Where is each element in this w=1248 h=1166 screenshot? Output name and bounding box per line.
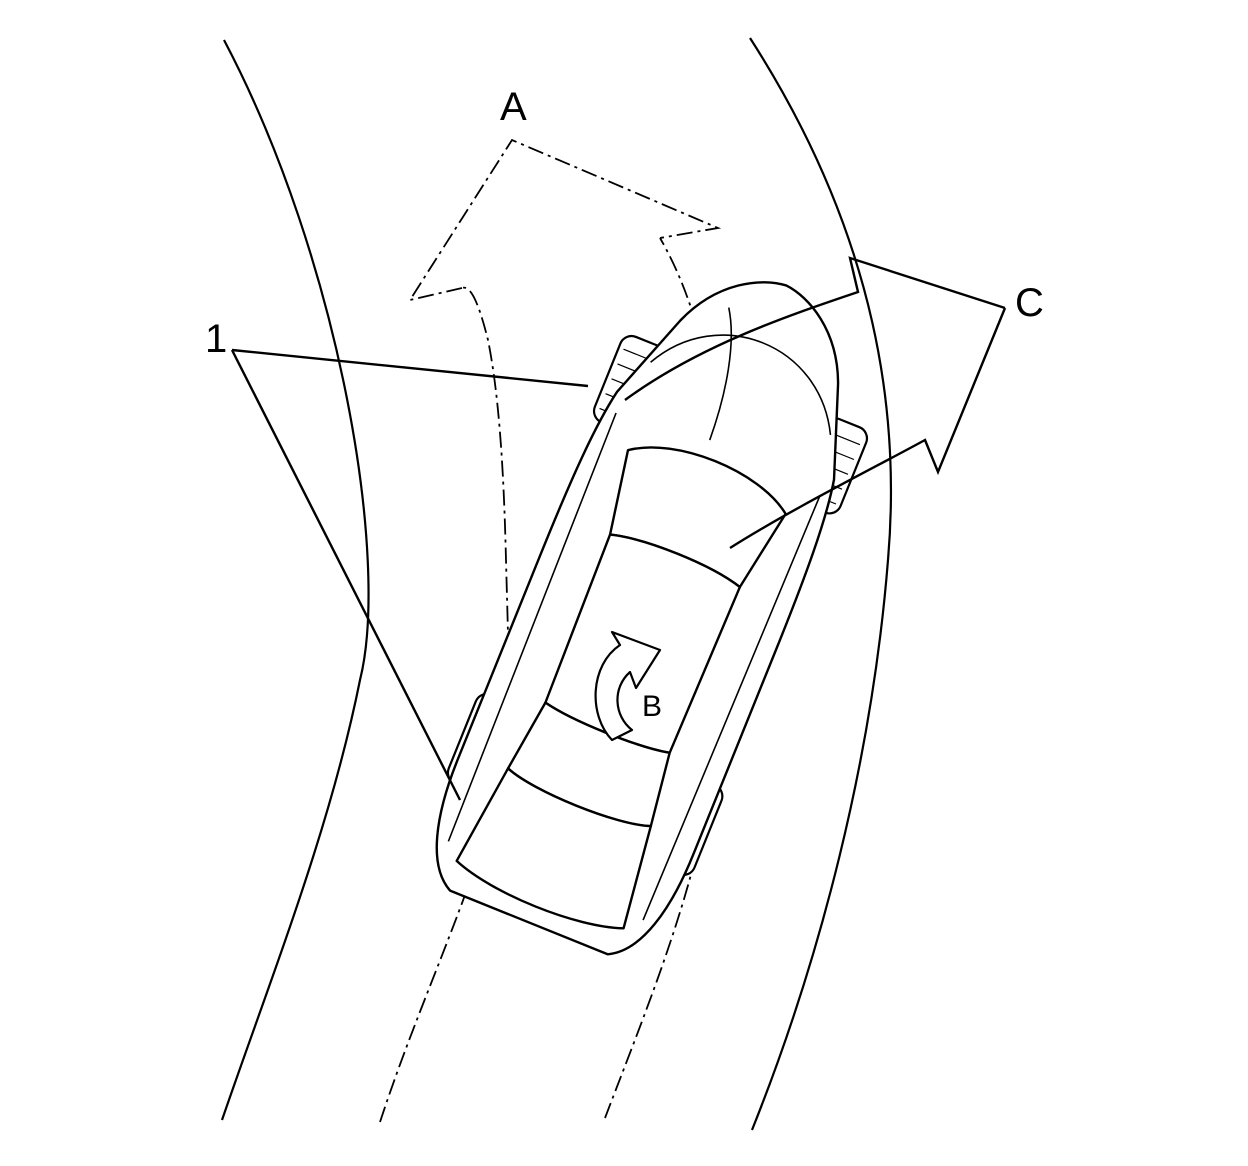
left-side-line (447, 412, 617, 842)
intended-path-label: A (500, 85, 527, 129)
tires-label: 1 (205, 317, 227, 361)
road-left-edge (220, 39, 370, 1121)
intended-path-arrowhead (408, 138, 722, 302)
hood-center (708, 307, 733, 441)
tire-leader-front (231, 348, 589, 388)
trunk (455, 767, 653, 930)
actual-path-upper-line (624, 256, 1006, 401)
intended-path-left (379, 286, 510, 1123)
hood-line (650, 334, 832, 435)
vehicle (435, 281, 869, 956)
actual-path-label: C (1015, 281, 1044, 325)
actual-path-c: C (624, 256, 1044, 550)
right-side-line (642, 495, 821, 921)
rotation-arrow-icon (594, 630, 662, 742)
actual-path-lower-line (729, 307, 1007, 550)
tire-leader-rear (230, 349, 462, 801)
rotation-label: B (642, 690, 662, 723)
road-right-edge (749, 37, 893, 1131)
rotation-arrow-b: B (594, 630, 662, 742)
tire-callout-1: 1 (205, 317, 589, 801)
